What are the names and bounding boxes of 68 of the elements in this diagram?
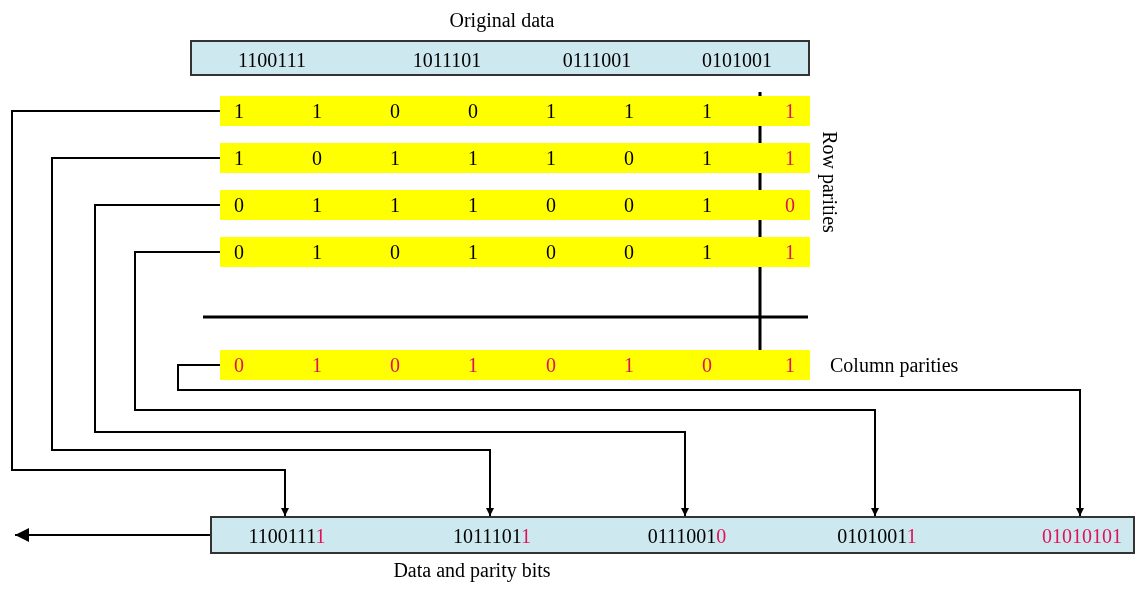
parity-bit: 1 — [785, 146, 795, 170]
parity-bits: 1 — [315, 525, 326, 547]
data-bit: 0 — [390, 240, 400, 264]
arrow — [14, 528, 211, 542]
arrow — [134, 251, 879, 517]
data-bit: 0 — [624, 240, 634, 264]
bit-group: 0111001 — [647, 525, 717, 547]
data-bit: 1 — [468, 146, 478, 170]
data-bit: 1 — [312, 193, 322, 217]
data-bit: 1 — [624, 99, 634, 123]
data-bit: 1 — [312, 353, 322, 377]
data-bit: 1 — [312, 99, 322, 123]
data-bit: 1 — [624, 353, 634, 377]
data-bit: 1 — [234, 99, 244, 123]
data-bit: 1 — [234, 146, 244, 170]
data-bit: 1 — [702, 240, 712, 264]
data-bit: 1 — [390, 146, 400, 170]
data-bit: 1 — [702, 193, 712, 217]
data-bit: 0 — [468, 99, 478, 123]
data-bit: 0 — [624, 146, 634, 170]
bit-group: 1011101 — [412, 49, 482, 71]
data-bit: 0 — [702, 353, 712, 377]
parity-bit: 0 — [785, 193, 795, 217]
row-label: Column parities — [830, 353, 959, 377]
bit-group: 1100111 — [238, 49, 306, 71]
parity-bit: 1 — [785, 240, 795, 264]
arrow — [177, 364, 1084, 517]
bit-group: 0111001 — [562, 49, 632, 71]
data-bit: 0 — [312, 146, 322, 170]
parity-bits: 1 — [520, 525, 531, 547]
parity-bits: 0 — [716, 525, 727, 547]
parity-bit: 1 — [785, 99, 795, 123]
data-bit: 0 — [234, 353, 244, 377]
data-bit: 1 — [312, 240, 322, 264]
data-bit: 1 — [546, 146, 556, 170]
node-label: Data and parity bits — [392, 558, 552, 582]
bit-group: 1100111 — [248, 525, 316, 547]
data-bit: 0 — [546, 353, 556, 377]
data-bit: 1 — [702, 99, 712, 123]
data-bit: 1 — [546, 99, 556, 123]
data-bit: 0 — [546, 193, 556, 217]
data-bit: 0 — [624, 193, 634, 217]
bit-row — [220, 190, 810, 220]
bit-row — [220, 143, 810, 173]
bit-row — [220, 350, 810, 380]
data-bit: 1 — [468, 353, 478, 377]
node-label: Original data — [448, 8, 556, 32]
data-bit: 1 — [702, 146, 712, 170]
data-bit: 0 — [390, 353, 400, 377]
bit-group: 0101001 — [837, 525, 907, 547]
parity-bit: 1 — [785, 353, 795, 377]
data-bit: 0 — [234, 240, 244, 264]
data-bit: 0 — [546, 240, 556, 264]
parity-bits: 01010101 — [1042, 525, 1122, 547]
bit-row — [220, 96, 810, 126]
bit-group: 1011101 — [453, 525, 521, 547]
data-bit: 0 — [390, 99, 400, 123]
parity-bits: 1 — [906, 525, 917, 547]
arrow — [51, 157, 494, 517]
arrow — [11, 110, 289, 517]
data-bit: 1 — [468, 193, 478, 217]
bit-row — [220, 237, 810, 267]
arrow — [94, 204, 689, 517]
data-bit: 0 — [234, 193, 244, 217]
bit-group: 0101001 — [702, 49, 772, 71]
axis-label: Row parities — [818, 130, 842, 235]
data-bit: 1 — [468, 240, 478, 264]
data-bit: 1 — [390, 193, 400, 217]
